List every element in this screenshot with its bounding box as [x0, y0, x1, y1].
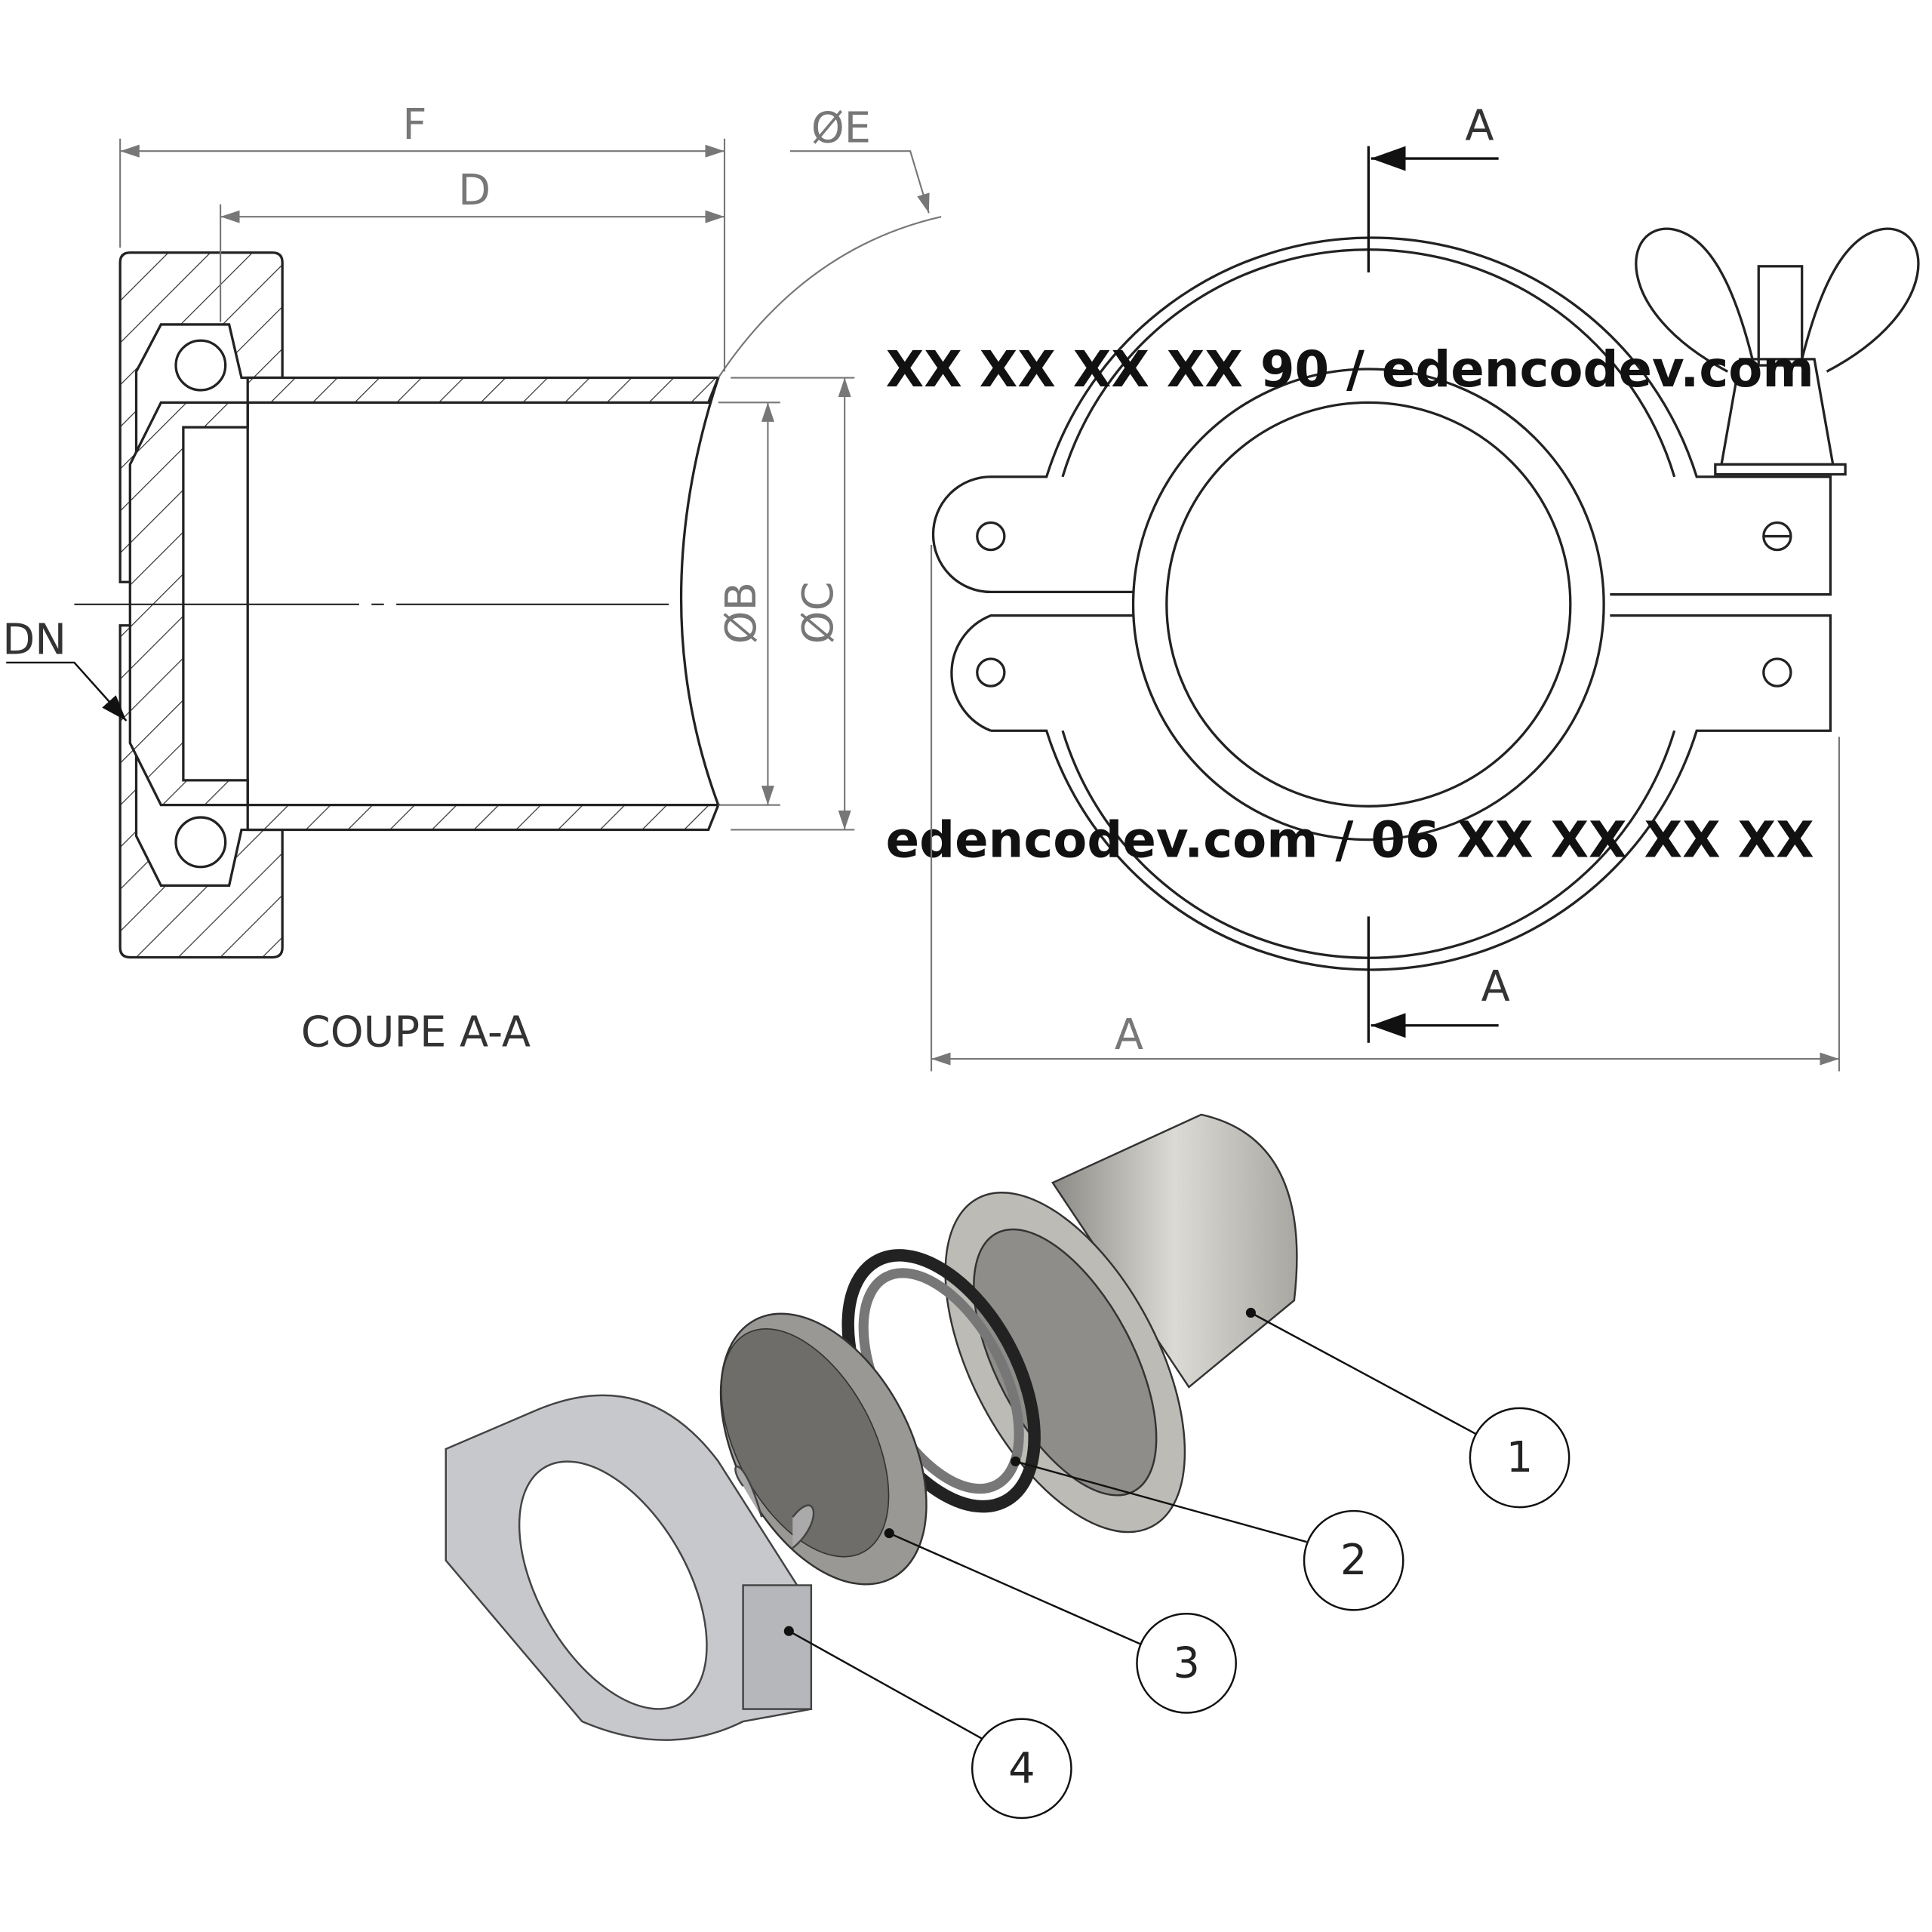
- dim-B-label: ØB: [717, 582, 766, 644]
- dim-F-label: F: [402, 100, 426, 149]
- section-marker-bottom: A: [1481, 962, 1510, 1011]
- flange-lower-section: [118, 624, 284, 959]
- wing-nut: [1635, 227, 1920, 476]
- engraving-bottom: edencodev.com / 06 XX XX XX XX: [886, 812, 1814, 869]
- exploded-view: 1 2 3 4: [445, 1113, 1571, 1820]
- section-view: F D ØE ØB ØC DN COUPE A-A: [2, 100, 942, 1057]
- clamp-lower-half: [950, 614, 1832, 971]
- part-3-blank-disk: [719, 1312, 928, 1586]
- part-1-flanged-tube: [944, 1113, 1298, 1534]
- section-title: COUPE A-A: [301, 1008, 531, 1057]
- section-marker-top: A: [1465, 101, 1494, 150]
- engraving-top: XX XX XX XX 90 / edencodev.com: [886, 341, 1814, 398]
- clamp-inner-ring: [1131, 368, 1605, 841]
- dim-A-label: A: [1115, 1011, 1143, 1060]
- front-view: XX XX XX XX 90 / edencodev.com edencodev…: [886, 101, 1920, 1072]
- dim-D-label: D: [458, 166, 491, 215]
- flange-upper-section: [118, 251, 284, 583]
- tube-upper-wall: [246, 376, 721, 404]
- balloon-2: 2: [1340, 1536, 1367, 1585]
- part-4-clamp: [445, 1394, 815, 1741]
- balloon-1: 1: [1506, 1433, 1534, 1482]
- balloon-3: 3: [1173, 1638, 1200, 1687]
- dim-DN-label: DN: [2, 615, 66, 664]
- dim-C-label: ØC: [794, 581, 843, 644]
- tube-lower-wall: [246, 804, 721, 832]
- clamp-upper-half: [931, 236, 1832, 596]
- cut-end-arc: [680, 377, 720, 806]
- clamp-bore: [1165, 401, 1572, 808]
- dim-E-label: ØE: [811, 104, 871, 153]
- balloon-4: 4: [1008, 1744, 1035, 1793]
